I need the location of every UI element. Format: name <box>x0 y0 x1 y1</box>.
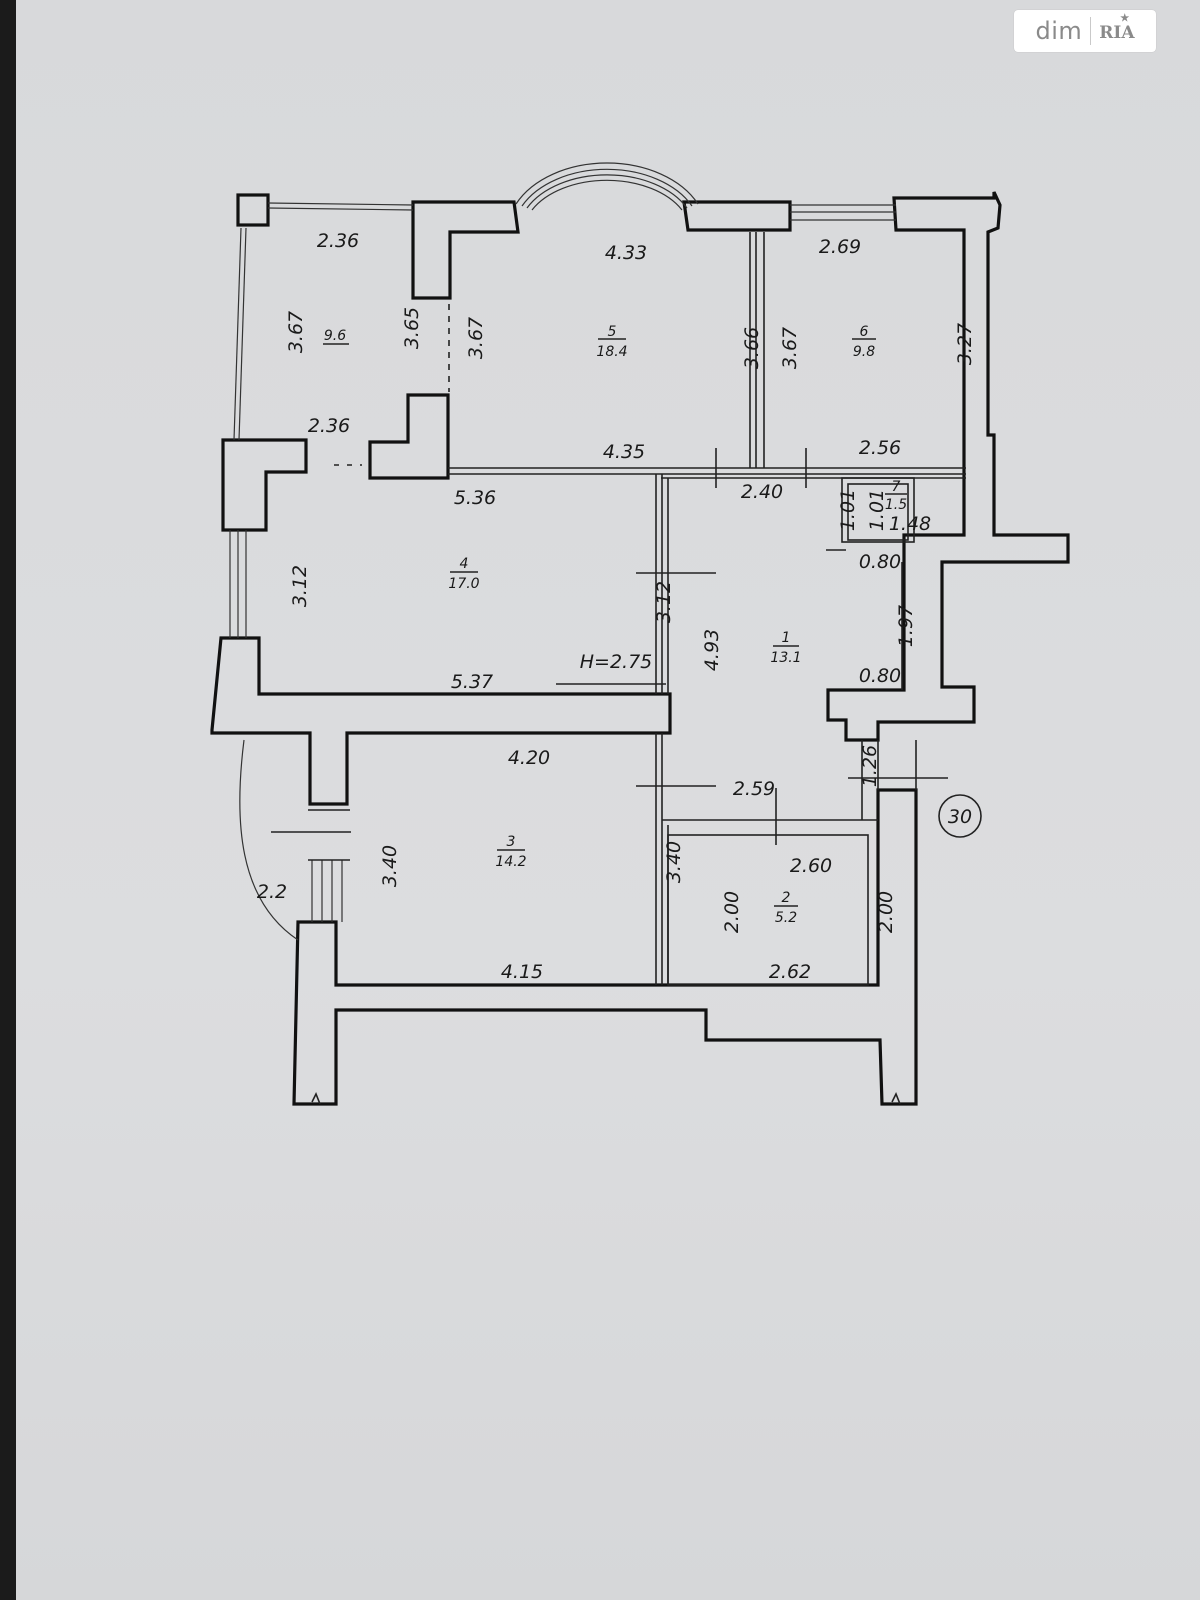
dim-r3-bottom: 4.15 <box>501 961 543 983</box>
dim-r4-right: 3.12 <box>653 581 675 623</box>
room-7-walls <box>841 477 915 543</box>
wall-top-middle <box>682 200 792 232</box>
dim-r5-left: 3.67 <box>465 317 487 359</box>
bay-window-inner-arc <box>531 179 683 211</box>
dim-r6-top: 2.69 <box>819 236 861 258</box>
dim-r7-passage: 0.80 <box>859 551 901 573</box>
dim-loggia-right: 3.65 <box>401 307 423 349</box>
dim-loggia-left: 3.67 <box>285 311 307 353</box>
dim-r3-right: 3.40 <box>663 841 685 883</box>
room-3-number: 3 <box>507 834 516 850</box>
wall-right-outer <box>826 191 1070 742</box>
room-3-area: 14.2 <box>495 854 526 870</box>
dimension-labels: 2.36 4.33 2.69 2.36 4.35 2.56 2.40 5.36 … <box>257 230 976 983</box>
room-1-area: 13.1 <box>770 650 801 666</box>
room-5-area: 18.4 <box>596 344 627 360</box>
dim-r2-top: 2.60 <box>790 855 832 877</box>
watermark-ria-text: RIA <box>1099 23 1135 43</box>
dim-r3-top: 4.20 <box>508 747 550 769</box>
left-border-strip <box>0 0 16 1600</box>
dim-r6-right: 3.27 <box>954 323 976 365</box>
dim-r5-top: 4.33 <box>605 242 647 264</box>
wall-pillar-top-left <box>236 193 270 227</box>
dim-r5-bottom: 4.35 <box>603 441 645 463</box>
watermark-dim-text: dim <box>1035 17 1083 45</box>
watermark-ria-logo: ★ RIA <box>1099 13 1135 43</box>
room-2-area: 5.2 <box>775 910 797 926</box>
room-6-number: 6 <box>860 324 869 340</box>
wall-west-upper <box>221 438 308 532</box>
dim-r2-left: 2.00 <box>721 891 743 933</box>
ceiling-height: H=2.75 <box>580 651 653 673</box>
room-6-area: 9.8 <box>853 344 875 360</box>
dim-r2-bottom: 2.62 <box>769 961 811 983</box>
room-2-number: 2 <box>782 890 791 906</box>
star-icon: ★ <box>1120 13 1130 24</box>
wall-west-middle <box>210 636 672 806</box>
dim-r2-top-outer: 2.59 <box>733 778 775 800</box>
room-7-area: 1.5 <box>885 497 907 513</box>
dim-r7-left: 1.01 <box>837 489 859 531</box>
dim-corridor-top: 2.40 <box>741 481 783 503</box>
wall-pillar-loggia-top <box>411 200 520 300</box>
bay-window-outer-arc <box>515 162 699 205</box>
dim-r6-left: 3.67 <box>779 327 801 369</box>
dim-r4-left: 3.12 <box>289 565 311 607</box>
dim-r6-bottom: 2.56 <box>859 437 901 459</box>
dim-r3-left: 3.40 <box>379 845 401 887</box>
dim-r2-right: 2.00 <box>875 891 897 933</box>
apartment-number-circle <box>938 794 982 838</box>
dim-r7-right: 1.01 <box>866 489 888 531</box>
dim-r4-bottom: 5.37 <box>451 671 493 693</box>
partitions <box>229 162 966 1105</box>
wall-pillar-loggia-bottom <box>368 393 450 480</box>
dim-balcony: 2.2 <box>257 881 287 903</box>
dim-hall-passage: 0.80 <box>859 665 901 687</box>
dim-hall-right: 1.97 <box>895 605 917 647</box>
floor-plan-sheet: 30 9.6 5 18.4 6 9.8 4 17.0 1 13.1 7 1.5 … <box>16 0 1200 1600</box>
dim-loggia-bottom: 2.36 <box>308 415 350 437</box>
room-7-number: 7 <box>892 479 901 495</box>
loggia-glazing-top <box>267 202 414 206</box>
watermark-separator <box>1090 17 1092 45</box>
dim-ria-watermark: dim ★ RIA <box>1014 10 1156 52</box>
dim-hall-left: 4.93 <box>701 629 723 671</box>
floor-plan: 30 9.6 5 18.4 6 9.8 4 17.0 1 13.1 7 1.5 … <box>210 162 1070 1106</box>
wall-south <box>292 788 918 1106</box>
dim-loggia-top: 2.36 <box>317 230 359 252</box>
dim-entrance: 1.26 <box>859 745 881 787</box>
room-2-walls <box>667 834 869 986</box>
walls <box>210 191 1070 1106</box>
room-5-number: 5 <box>608 324 617 340</box>
dim-r4-top: 5.36 <box>454 487 496 509</box>
room-labels: 9.6 5 18.4 6 9.8 4 17.0 1 13.1 7 1.5 3 1… <box>323 324 907 926</box>
balcony-outline <box>239 739 299 941</box>
apartment-number: 30 <box>948 806 972 828</box>
loggia-glazing-left <box>233 227 242 441</box>
loggia-area: 9.6 <box>324 328 346 344</box>
room-4-area: 17.0 <box>448 576 479 592</box>
dim-r5-right: 3.66 <box>741 327 763 369</box>
room-4-number: 4 <box>460 556 469 572</box>
dim-r7-bottom: 1.48 <box>889 513 931 535</box>
room-1-number: 1 <box>782 630 791 646</box>
